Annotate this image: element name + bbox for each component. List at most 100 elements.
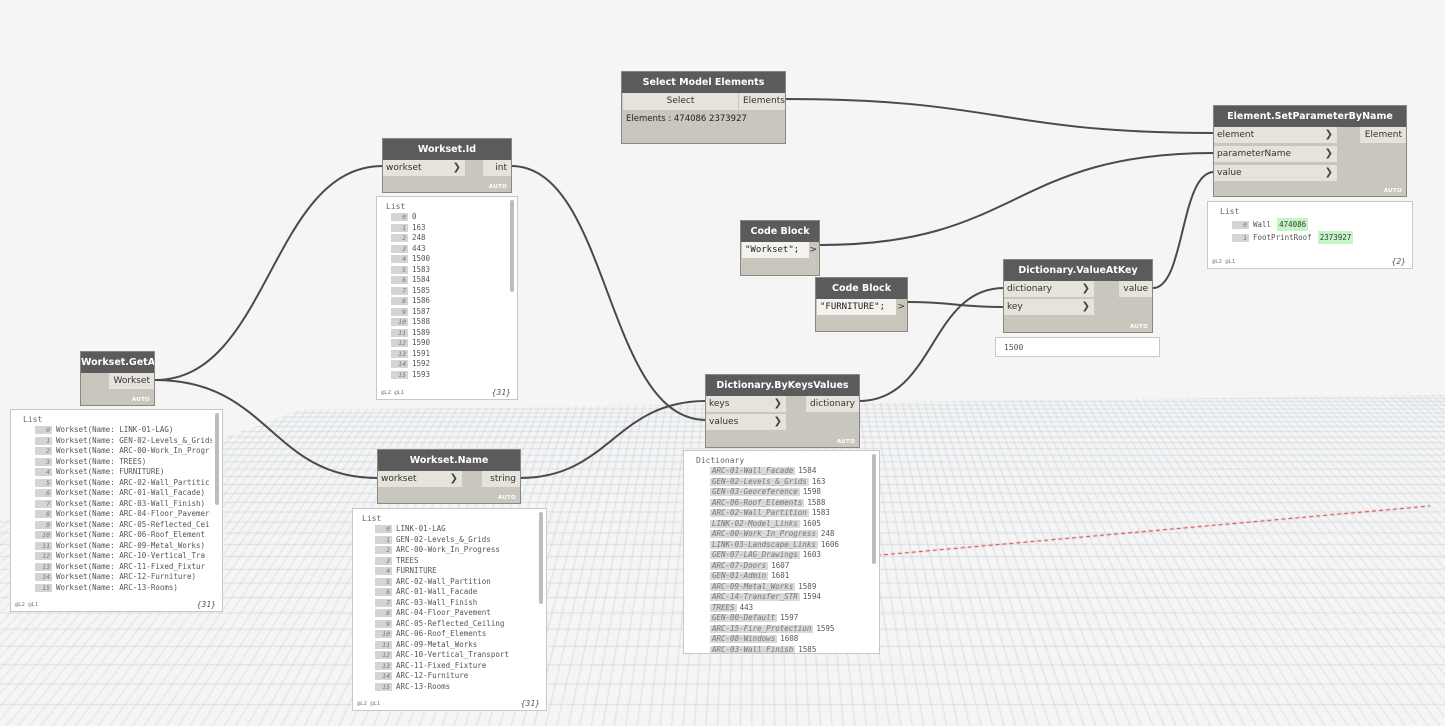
output-port-string[interactable]: string — [482, 471, 520, 487]
list-index: 6 — [35, 489, 52, 497]
list-index: 0 — [391, 213, 408, 221]
dictionary-value: 1608 — [780, 634, 799, 643]
list-index: 3 — [375, 556, 392, 565]
auto-label: AUTO — [836, 439, 855, 445]
list-value: Workset(Name: ARC-11-Fixed_Fixtur — [56, 561, 206, 571]
chevron-right-icon: ❯ — [773, 416, 782, 427]
list-value: 1589 — [412, 327, 431, 337]
list-value: 1588 — [412, 317, 431, 326]
list-value: ARC-09-Metal_Works — [396, 639, 478, 649]
list-index: 8 — [35, 510, 52, 518]
list-value: 443 — [412, 243, 426, 253]
output-port-elements[interactable]: Elements — [739, 93, 785, 110]
element-setparameterbyname-node[interactable]: Element.SetParameterByName element❯ para… — [1213, 105, 1407, 197]
chevron-right-icon: ❯ — [1324, 148, 1333, 159]
list-index: 1 — [375, 535, 392, 544]
list-index: 5 — [391, 265, 408, 274]
scrollbar[interactable] — [872, 454, 876, 564]
list-value: ARC-11-Fixed_Fixture — [396, 660, 487, 670]
dictionary-key: ARC-09-Metal_Works — [710, 581, 796, 591]
list-value: 1584 — [412, 275, 431, 284]
input-port-parametername[interactable]: parameterName❯ — [1214, 146, 1337, 162]
scrollbar[interactable] — [215, 413, 219, 505]
list-index: 14 — [35, 573, 52, 581]
workset-getall-node[interactable]: Workset.GetAll Workset AUTO — [80, 351, 155, 406]
dictionary-bykeysvalues-node[interactable]: Dictionary.ByKeysValues keys❯ values❯ di… — [705, 374, 860, 448]
list-value: Workset(Name: ARC-00-Work_In_Progr — [56, 446, 210, 455]
dictionary-value: 248 — [820, 529, 835, 538]
input-port-dictionary[interactable]: dictionary❯ — [1004, 281, 1094, 297]
list-index: 11 — [375, 640, 392, 649]
output-port[interactable]: > — [897, 302, 905, 312]
list-index: 13 — [35, 562, 52, 571]
list-index: 13 — [391, 349, 408, 358]
code-editor[interactable]: "FURNITURE"; — [817, 299, 896, 315]
list-index: 2 — [391, 234, 408, 242]
select-model-elements-node[interactable]: Select Model Elements Select Elements El… — [621, 71, 786, 144]
select-button[interactable]: Select — [623, 93, 738, 110]
dictionary-key: ARC-08-Windows — [710, 634, 778, 643]
list-index: 4 — [375, 567, 392, 575]
dictionary-valueatkey-preview[interactable]: 1500 — [995, 337, 1160, 357]
list-value: Workset(Name: ARC-06-Roof_Element — [56, 530, 206, 539]
list-index: 15 — [375, 682, 392, 691]
list-value: Workset(Name: ARC-03-Wall_Finish) — [56, 498, 206, 508]
dictionary-valueatkey-node[interactable]: Dictionary.ValueAtKey dictionary❯ key❯ v… — [1003, 259, 1153, 333]
input-port-workset[interactable]: workset❯ — [383, 160, 465, 176]
workset-id-node[interactable]: Workset.Id workset❯ int AUTO — [382, 138, 512, 193]
input-port-element[interactable]: element❯ — [1214, 127, 1337, 143]
list-index: 7 — [391, 286, 408, 295]
output-port-workset[interactable]: Workset — [109, 373, 154, 389]
code-block-furniture-node[interactable]: Code Block "FURNITURE"; > — [815, 277, 908, 332]
input-port-workset[interactable]: workset❯ — [378, 471, 462, 487]
list-index: 6 — [391, 276, 408, 284]
input-port-value[interactable]: value❯ — [1214, 165, 1337, 181]
scrollbar[interactable] — [539, 512, 543, 604]
input-port-keys[interactable]: keys❯ — [706, 396, 786, 412]
port-label: workset — [381, 474, 417, 484]
scrollbar[interactable] — [510, 200, 514, 292]
output-port[interactable]: > — [809, 245, 817, 255]
output-port-value[interactable]: value — [1119, 281, 1152, 297]
dictionary-value: 1585 — [798, 644, 817, 654]
input-port-key[interactable]: key❯ — [1004, 299, 1094, 315]
list-index: 9 — [35, 520, 52, 529]
code-block-workset-node[interactable]: Code Block "Workset"; > — [740, 220, 820, 276]
node-title: Workset.Name — [378, 450, 520, 471]
preview-count: {31} — [196, 600, 216, 609]
output-port-int[interactable]: int — [483, 160, 511, 176]
output-port-dictionary[interactable]: dictionary — [806, 396, 859, 412]
list-index: 1 — [35, 436, 52, 445]
code-editor[interactable]: "Workset"; — [742, 242, 809, 258]
node-title: Workset.GetAll — [81, 352, 154, 373]
output-port-element[interactable]: Element — [1360, 127, 1406, 143]
workset-name-node[interactable]: Workset.Name workset❯ string AUTO — [377, 449, 521, 504]
input-port-values[interactable]: values❯ — [706, 414, 786, 430]
dictionary-key: LINK-02-Model_Links — [710, 518, 800, 528]
list-value: ARC-01-Wall_Facade — [396, 587, 478, 596]
list-index: 0 — [35, 426, 52, 434]
